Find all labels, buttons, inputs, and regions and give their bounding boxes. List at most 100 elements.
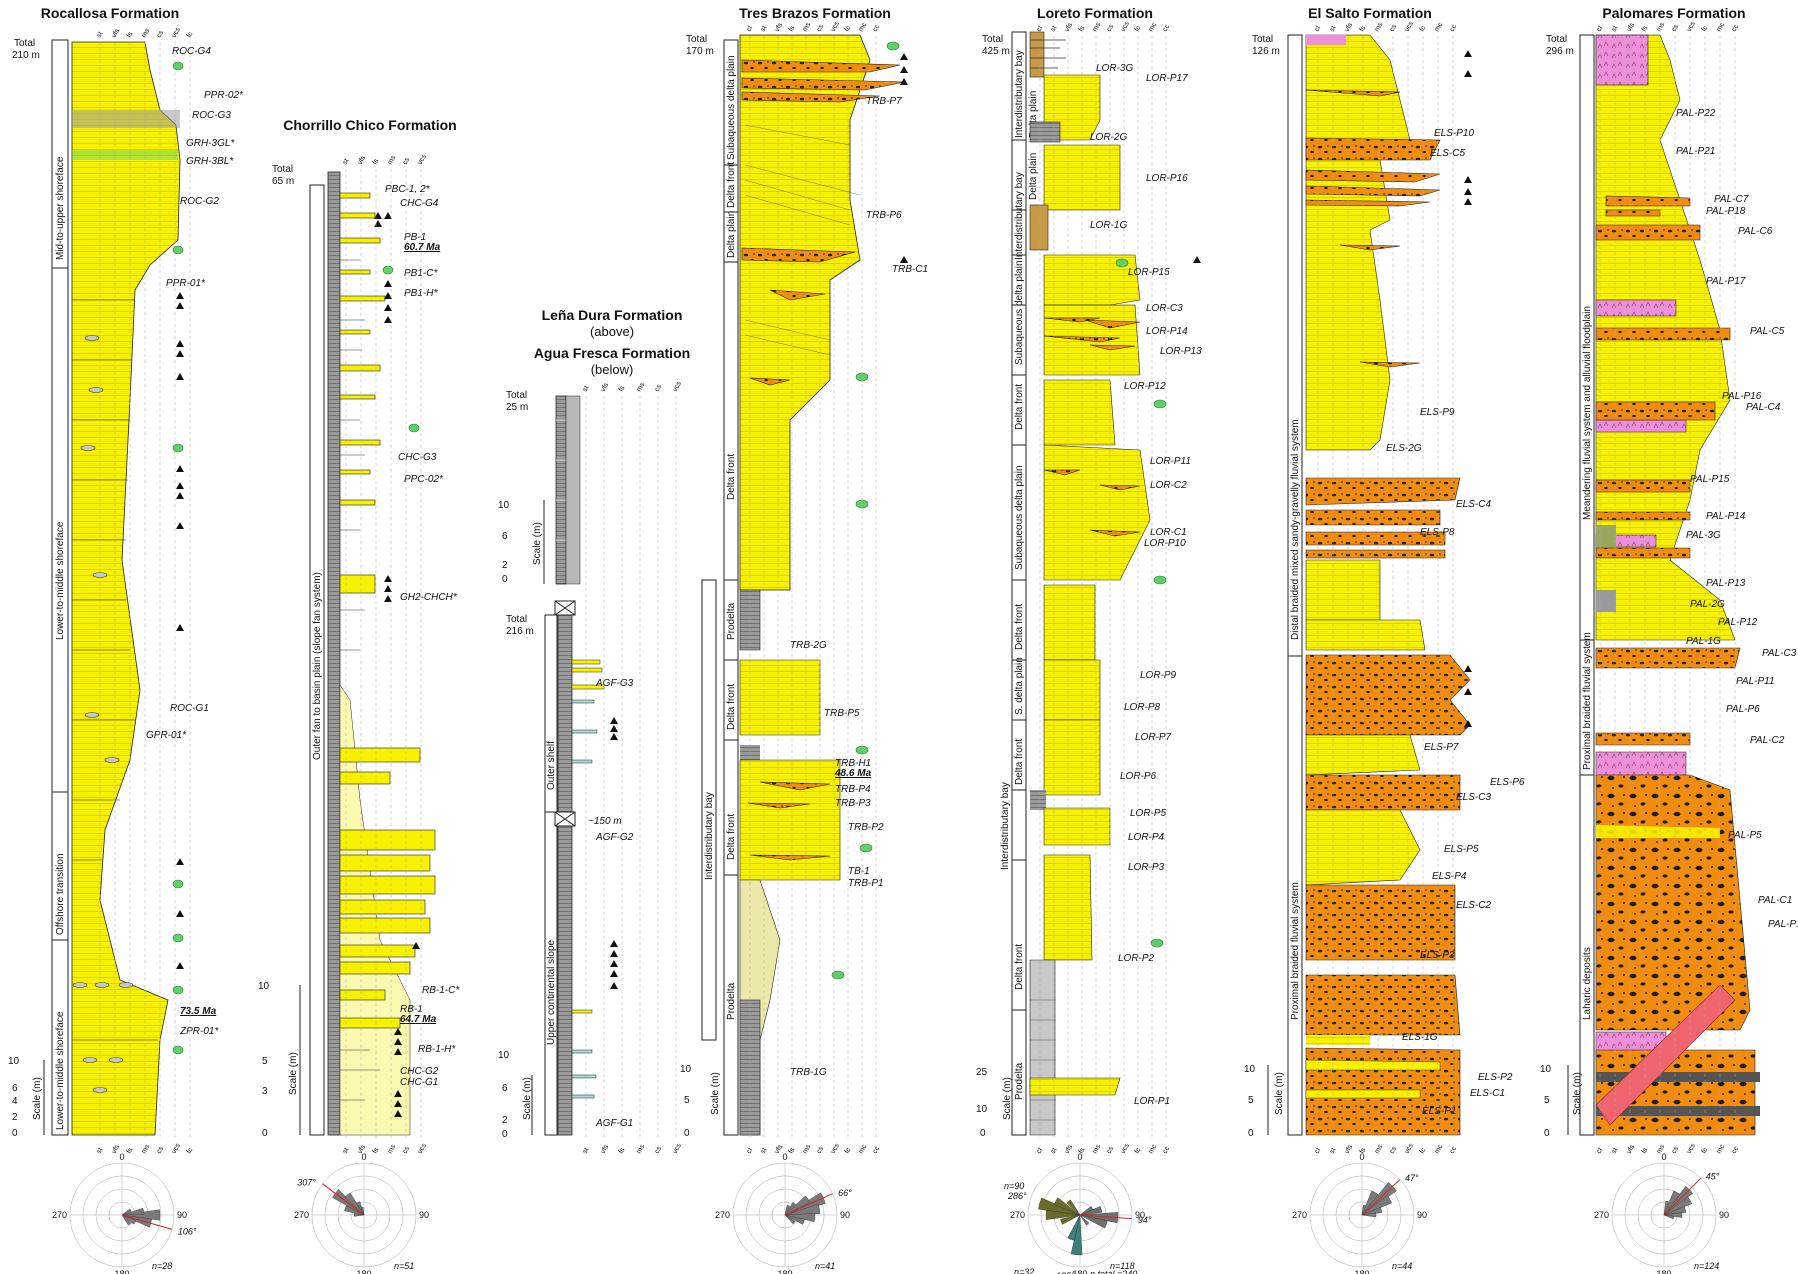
svg-text:PAL-C5: PAL-C5 <box>1750 326 1785 337</box>
svg-text:0: 0 <box>502 1129 508 1140</box>
svg-text:Prodelta: Prodelta <box>1014 1062 1025 1100</box>
svg-text:PAL-P11: PAL-P11 <box>1736 676 1775 687</box>
svg-text:Delta front: Delta front <box>726 454 737 500</box>
grain-axis-label-bottom: ms <box>1092 1143 1103 1155</box>
svg-text:10: 10 <box>1244 1064 1256 1075</box>
svg-text:90: 90 <box>1719 1210 1729 1220</box>
grain-axis-label-bottom: cc <box>872 1145 882 1155</box>
grain-size-axes: ststvfsvfsfsfsmsmscscsvcsvcsfcfcststvfsv… <box>96 20 1741 1155</box>
svg-text:S. delta plain: S. delta plain <box>1014 657 1025 715</box>
rose-petal <box>1045 1210 1081 1220</box>
svg-text:25 m: 25 m <box>506 402 528 413</box>
svg-text:LOR-P13: LOR-P13 <box>1160 346 1202 357</box>
grain-axis-label-bottom: vcs <box>1686 1142 1698 1155</box>
svg-text:270: 270 <box>1292 1210 1307 1220</box>
grain-axis-label-top: ms <box>1374 21 1385 33</box>
grain-axis-label-bottom: cs <box>654 1145 664 1155</box>
svg-text:Scale (m): Scale (m) <box>532 522 543 565</box>
grain-axis-label-bottom: cc <box>1162 1145 1172 1155</box>
scale-bar: Scale (m) 10 5 0 <box>1244 1064 1285 1139</box>
svg-text:90: 90 <box>177 1210 187 1220</box>
svg-text:CHC-G1: CHC-G1 <box>400 1077 438 1088</box>
svg-text:n=90: n=90 <box>1004 1181 1024 1191</box>
grain-axis-label-bottom: vfs <box>1064 1143 1075 1155</box>
rose-petal <box>1361 1206 1383 1216</box>
column-rocallosa: Total 210 m Mid-to-upper shoreface Lower… <box>8 38 244 1139</box>
grain-axis-label-bottom: cs <box>156 1145 166 1155</box>
svg-text:Prodelta: Prodelta <box>726 602 737 640</box>
svg-text:5: 5 <box>262 1056 268 1067</box>
svg-text:180: 180 <box>356 1269 371 1274</box>
svg-text:ELS-C1: ELS-C1 <box>1470 1088 1505 1099</box>
rose-petal <box>344 1205 365 1216</box>
rose-petal <box>1663 1214 1675 1220</box>
svg-text:0: 0 <box>1359 1152 1364 1162</box>
svg-text:Subaqueous delta plain: Subaqueous delta plain <box>726 55 737 160</box>
svg-text:180: 180 <box>777 1269 792 1274</box>
svg-text:TRB-P2: TRB-P2 <box>848 822 884 833</box>
svg-text:90: 90 <box>419 1210 429 1220</box>
svg-text:ROC-G4: ROC-G4 <box>172 46 211 57</box>
subtitle-below: (below) <box>591 362 634 377</box>
svg-text:GRH-3BL*: GRH-3BL* <box>186 156 234 167</box>
svg-text:0: 0 <box>502 574 508 585</box>
grain-axis-label-bottom: vfs <box>1344 1143 1355 1155</box>
grain-axis-label-top: vfs <box>1626 21 1637 33</box>
svg-text:PAL-P15: PAL-P15 <box>1690 474 1730 485</box>
rose-petal <box>784 1195 811 1216</box>
svg-text:Outer shelf: Outer shelf <box>546 741 557 790</box>
svg-text:PAL-P14: PAL-P14 <box>1706 511 1746 522</box>
svg-text:Scale (m): Scale (m) <box>1002 1077 1013 1120</box>
svg-text:PAL-C6: PAL-C6 <box>1738 226 1773 237</box>
column-agua-fresca: Total 25 m Total 216 m Outer shelf Upper… <box>498 390 634 1140</box>
grain-axis-label-top: fs <box>1078 24 1087 33</box>
rose-petal <box>1066 1199 1081 1216</box>
grain-axis-label-top: cc <box>1731 23 1741 33</box>
sample-labels: PBC-1, 2* CHC-G4 PB-1 60.7 Ma PB1-C* PB1… <box>385 184 460 1088</box>
svg-text:47°: 47° <box>1405 1173 1419 1183</box>
rose-petal <box>1053 1197 1081 1216</box>
svg-text:LOR-P4: LOR-P4 <box>1128 832 1165 843</box>
subtitle-above: (above) <box>590 324 634 339</box>
svg-text:PAL-2G: PAL-2G <box>1690 599 1725 610</box>
svg-text:48.6 Ma: 48.6 Ma <box>834 768 872 779</box>
rose-petal <box>1079 1214 1090 1226</box>
svg-text:PAL-P5: PAL-P5 <box>1728 830 1762 841</box>
svg-text:TRB-1G: TRB-1G <box>790 1067 827 1078</box>
conglomerate-lenses <box>1305 89 1441 368</box>
grain-axis-label-bottom: vfs <box>774 1143 785 1155</box>
grain-axis-label-bottom: fs <box>1641 1146 1650 1155</box>
svg-text:ROC-G1: ROC-G1 <box>170 703 209 714</box>
svg-text:PAL-P12: PAL-P12 <box>1718 617 1758 628</box>
title-palomares: Palomares Formation <box>1602 5 1745 21</box>
svg-text:Scale (m): Scale (m) <box>1274 1072 1285 1115</box>
rose-petal <box>1663 1190 1681 1216</box>
svg-text:TRB-P5: TRB-P5 <box>824 708 860 719</box>
svg-text:0: 0 <box>1248 1128 1254 1139</box>
conglomerate-lenses <box>1595 195 1741 746</box>
column-palomares: Total 296 m Meandering fluvial system an… <box>1540 34 1798 1139</box>
grain-axis-label-bottom: fs <box>372 1146 381 1155</box>
rose-petal <box>784 1214 796 1225</box>
grain-axis-label-top: st <box>1329 25 1338 33</box>
svg-text:Interdistributary bay: Interdistributary bay <box>704 792 715 880</box>
svg-text:0: 0 <box>119 1152 124 1162</box>
svg-text:270: 270 <box>52 1210 67 1220</box>
grain-axis-label-bottom: st <box>760 1147 769 1155</box>
svg-text:ROC-G2: ROC-G2 <box>180 196 219 207</box>
svg-text:ELS-P10: ELS-P10 <box>1434 128 1474 139</box>
svg-text:n=124: n=124 <box>1694 1261 1719 1271</box>
scale-bar: Scale (m) 25 10 0 <box>976 1067 1013 1139</box>
grain-axis-label-top: cs <box>816 23 826 33</box>
svg-text:Delta front: Delta front <box>726 684 737 730</box>
svg-text:Delta plain: Delta plain <box>726 211 737 258</box>
svg-text:GPR-01*: GPR-01* <box>146 730 187 741</box>
svg-text:Proximal braided fluvial syste: Proximal braided fluvial system <box>1582 632 1593 770</box>
svg-text:LOR-P16: LOR-P16 <box>1146 173 1188 184</box>
grain-axis-label-bottom: cl <box>746 1147 755 1155</box>
svg-text:10: 10 <box>8 1056 20 1067</box>
grain-axis-label-top: cl <box>746 25 755 33</box>
